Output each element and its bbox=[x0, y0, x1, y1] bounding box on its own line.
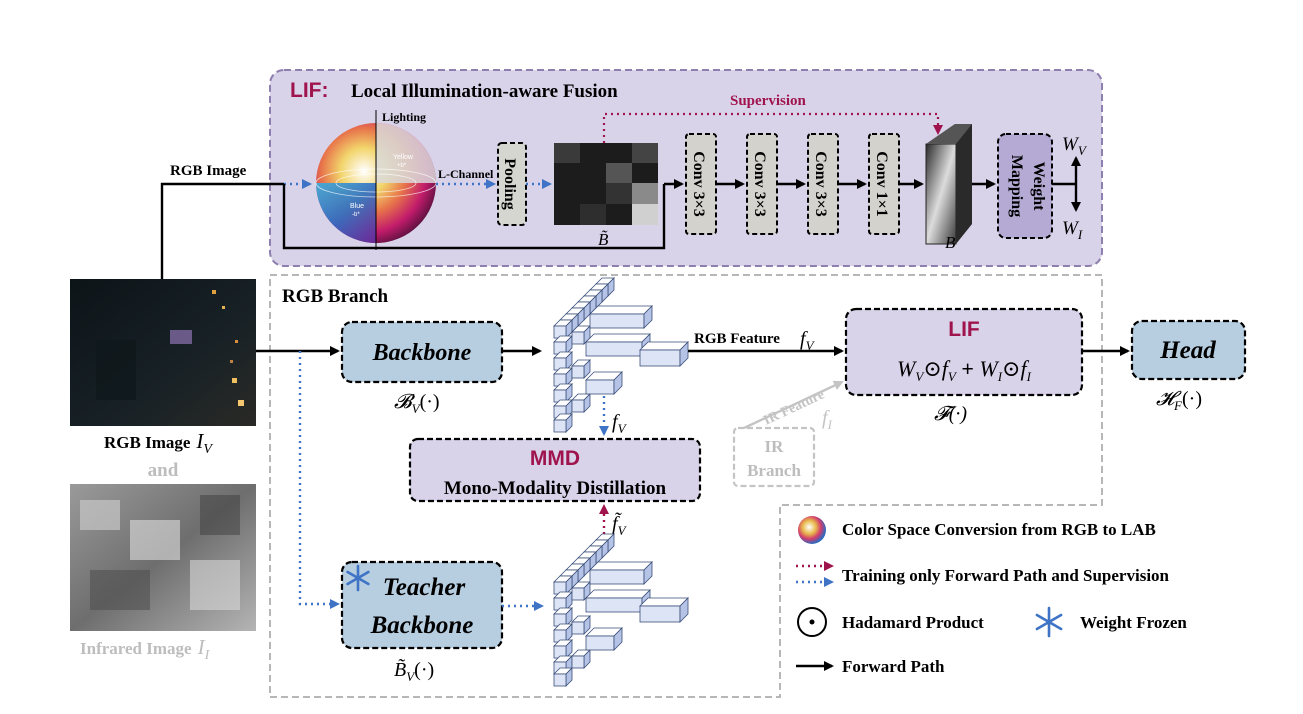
weight-mapping-box: Weight Mapping bbox=[997, 133, 1053, 239]
legend: Color Space Conversion from RGB to LAB T… bbox=[796, 516, 1187, 676]
conv-block-4: Conv 1×1 bbox=[868, 133, 900, 235]
weight-mapping-line1: Weight bbox=[1030, 162, 1047, 212]
b-weight-map bbox=[925, 124, 972, 245]
legend-snowflake-icon bbox=[1035, 606, 1063, 638]
student-feature-cubes bbox=[553, 277, 689, 433]
fv-teacher-label: f̃V bbox=[612, 511, 628, 538]
bypass-line bbox=[282, 184, 666, 250]
fi-label: fI bbox=[822, 407, 833, 432]
conv-block-3: Conv 3×3 bbox=[807, 133, 839, 235]
color-sphere-icon bbox=[315, 110, 437, 250]
lif-fusion-acronym: LIF bbox=[948, 318, 980, 341]
fv-label: fV bbox=[800, 328, 816, 353]
mmd-acronym: MMD bbox=[530, 447, 580, 470]
teacher-fn-label: B̃V(·) bbox=[394, 658, 434, 684]
mmd-box bbox=[408, 437, 702, 503]
pooling-label: Pooling bbox=[501, 158, 518, 210]
illumination-map bbox=[554, 143, 658, 225]
ir-branch-line2: Branch bbox=[747, 461, 801, 480]
teacher-backbone-box bbox=[340, 560, 504, 650]
b-label: B bbox=[945, 233, 956, 252]
ir-branch-box bbox=[732, 426, 816, 488]
b-tilde-label: B̃ bbox=[598, 230, 609, 249]
supervision-label: Supervision bbox=[730, 93, 807, 109]
ir-feature-label: IR Feature bbox=[761, 387, 827, 428]
rgb-input-image bbox=[70, 279, 256, 426]
teacher-label-line1: Teacher bbox=[383, 574, 466, 601]
conv-label-3: Conv 3×3 bbox=[812, 151, 829, 217]
conv-label-1: Conv 3×3 bbox=[690, 151, 707, 217]
ir-to-lif-arrow bbox=[743, 380, 844, 430]
and-label: and bbox=[148, 460, 179, 481]
ir-branch-line1: IR bbox=[765, 437, 785, 456]
wv-label: WV bbox=[1062, 134, 1088, 158]
mmd-title: Mono-Modality Distillation bbox=[444, 478, 667, 499]
legend-weight-frozen: Weight Frozen bbox=[1080, 613, 1187, 632]
teacher-feature-cubes bbox=[553, 533, 689, 687]
rgb-branch-title: RGB Branch bbox=[282, 286, 389, 307]
lif-formula: WV⊙fV + WI⊙fI bbox=[897, 356, 1032, 384]
blue-sub-label: -b* bbox=[352, 212, 360, 218]
snowflake-icon bbox=[346, 564, 370, 592]
conv-label-4: Conv 1×1 bbox=[873, 151, 890, 217]
blue-label: Blue bbox=[350, 203, 364, 210]
l-channel-label: L-Channel bbox=[438, 167, 494, 181]
yellow-label: Yellow bbox=[393, 154, 414, 161]
lif-panel-title: Local Illumination-aware Fusion bbox=[351, 81, 618, 102]
rgb-feature-label: RGB Feature bbox=[694, 331, 780, 347]
legend-color-space: Color Space Conversion from RGB to LAB bbox=[842, 520, 1156, 539]
backbone-fn-label: 𝓑V(·) bbox=[394, 391, 440, 416]
legend-hadamard: Hadamard Product bbox=[842, 613, 984, 632]
legend-forward-path: Forward Path bbox=[842, 657, 945, 676]
conv-block-2: Conv 3×3 bbox=[746, 133, 778, 235]
head-label: Head bbox=[1159, 337, 1216, 364]
pooling-box bbox=[497, 142, 527, 226]
head-box bbox=[1130, 319, 1247, 381]
lif-acronym: LIF: bbox=[290, 79, 328, 102]
lighting-label: Lighting bbox=[382, 110, 426, 124]
yellow-sub-label: +b* bbox=[397, 163, 407, 169]
fv-mmd-label: fV bbox=[612, 411, 628, 436]
image-to-teacher-arrow bbox=[298, 351, 340, 609]
wi-label: WI bbox=[1062, 218, 1083, 242]
supervision-line bbox=[602, 112, 943, 143]
legend-training-only: Training only Forward Path and Supervisi… bbox=[842, 566, 1170, 585]
conv-block-1: Conv 3×3 bbox=[685, 133, 717, 235]
lif-fn-label: 𝓕(·) bbox=[934, 403, 967, 425]
rgb-to-lif-line bbox=[160, 182, 284, 279]
weight-mapping-line2: Mapping bbox=[1008, 155, 1025, 217]
rgb-image-top-label: RGB Image bbox=[170, 163, 247, 179]
legend-color-sphere-icon bbox=[798, 516, 826, 544]
conv-label-2: Conv 3×3 bbox=[751, 151, 768, 217]
infrared-input-image bbox=[70, 484, 256, 631]
teacher-label-line2: Backbone bbox=[370, 612, 474, 639]
head-fn-label: 𝓗F(·) bbox=[1156, 388, 1202, 413]
backbone-label: Backbone bbox=[372, 340, 472, 366]
rgb-branch-panel bbox=[269, 274, 1103, 698]
